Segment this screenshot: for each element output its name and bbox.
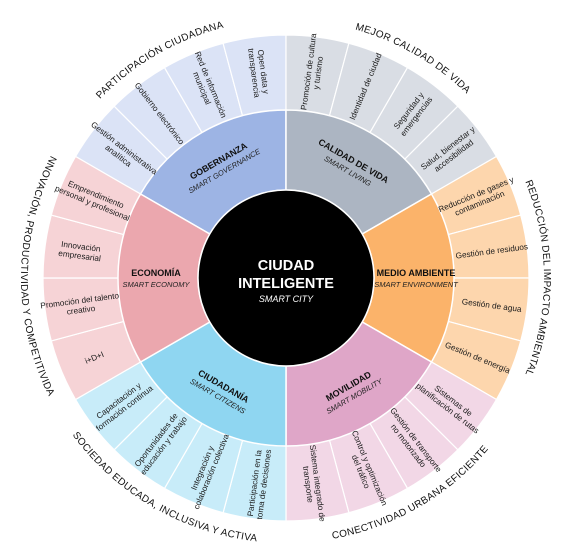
outer-label-text: INNOVACIÓN, PRODUCTIVIDAD Y COMPETITIVID… <box>0 0 58 398</box>
dimension-title: MEDIO AMBIENTE <box>377 268 456 278</box>
center-hub: CIUDAD INTELIGENTE SMART CITY <box>197 189 375 367</box>
dimension-subtitle: SMART ENVIRONMENT <box>374 280 459 289</box>
dimension-label: ECONOMÍA SMART ECONOMY <box>123 268 191 289</box>
center-title-line2: INTELIGENTE <box>238 276 334 292</box>
segment-label-line: creativo <box>66 304 96 317</box>
dimension-title: ECONOMÍA <box>131 268 181 278</box>
center-circle <box>197 189 375 367</box>
outer-label: INNOVACIÓN, PRODUCTIVIDAD Y COMPETITIVID… <box>0 0 58 398</box>
segment-label: Innovaciónempresarial <box>58 239 103 263</box>
inner-ring <box>117 109 455 447</box>
center-subtitle: SMART CITY <box>259 294 314 304</box>
segment-label-line: y turismo <box>312 55 325 90</box>
center-title-line1: CIUDAD <box>258 258 314 274</box>
dimension-label: MEDIO AMBIENTE SMART ENVIRONMENT <box>374 268 459 289</box>
dimension-subtitle: SMART ECONOMY <box>123 280 191 289</box>
